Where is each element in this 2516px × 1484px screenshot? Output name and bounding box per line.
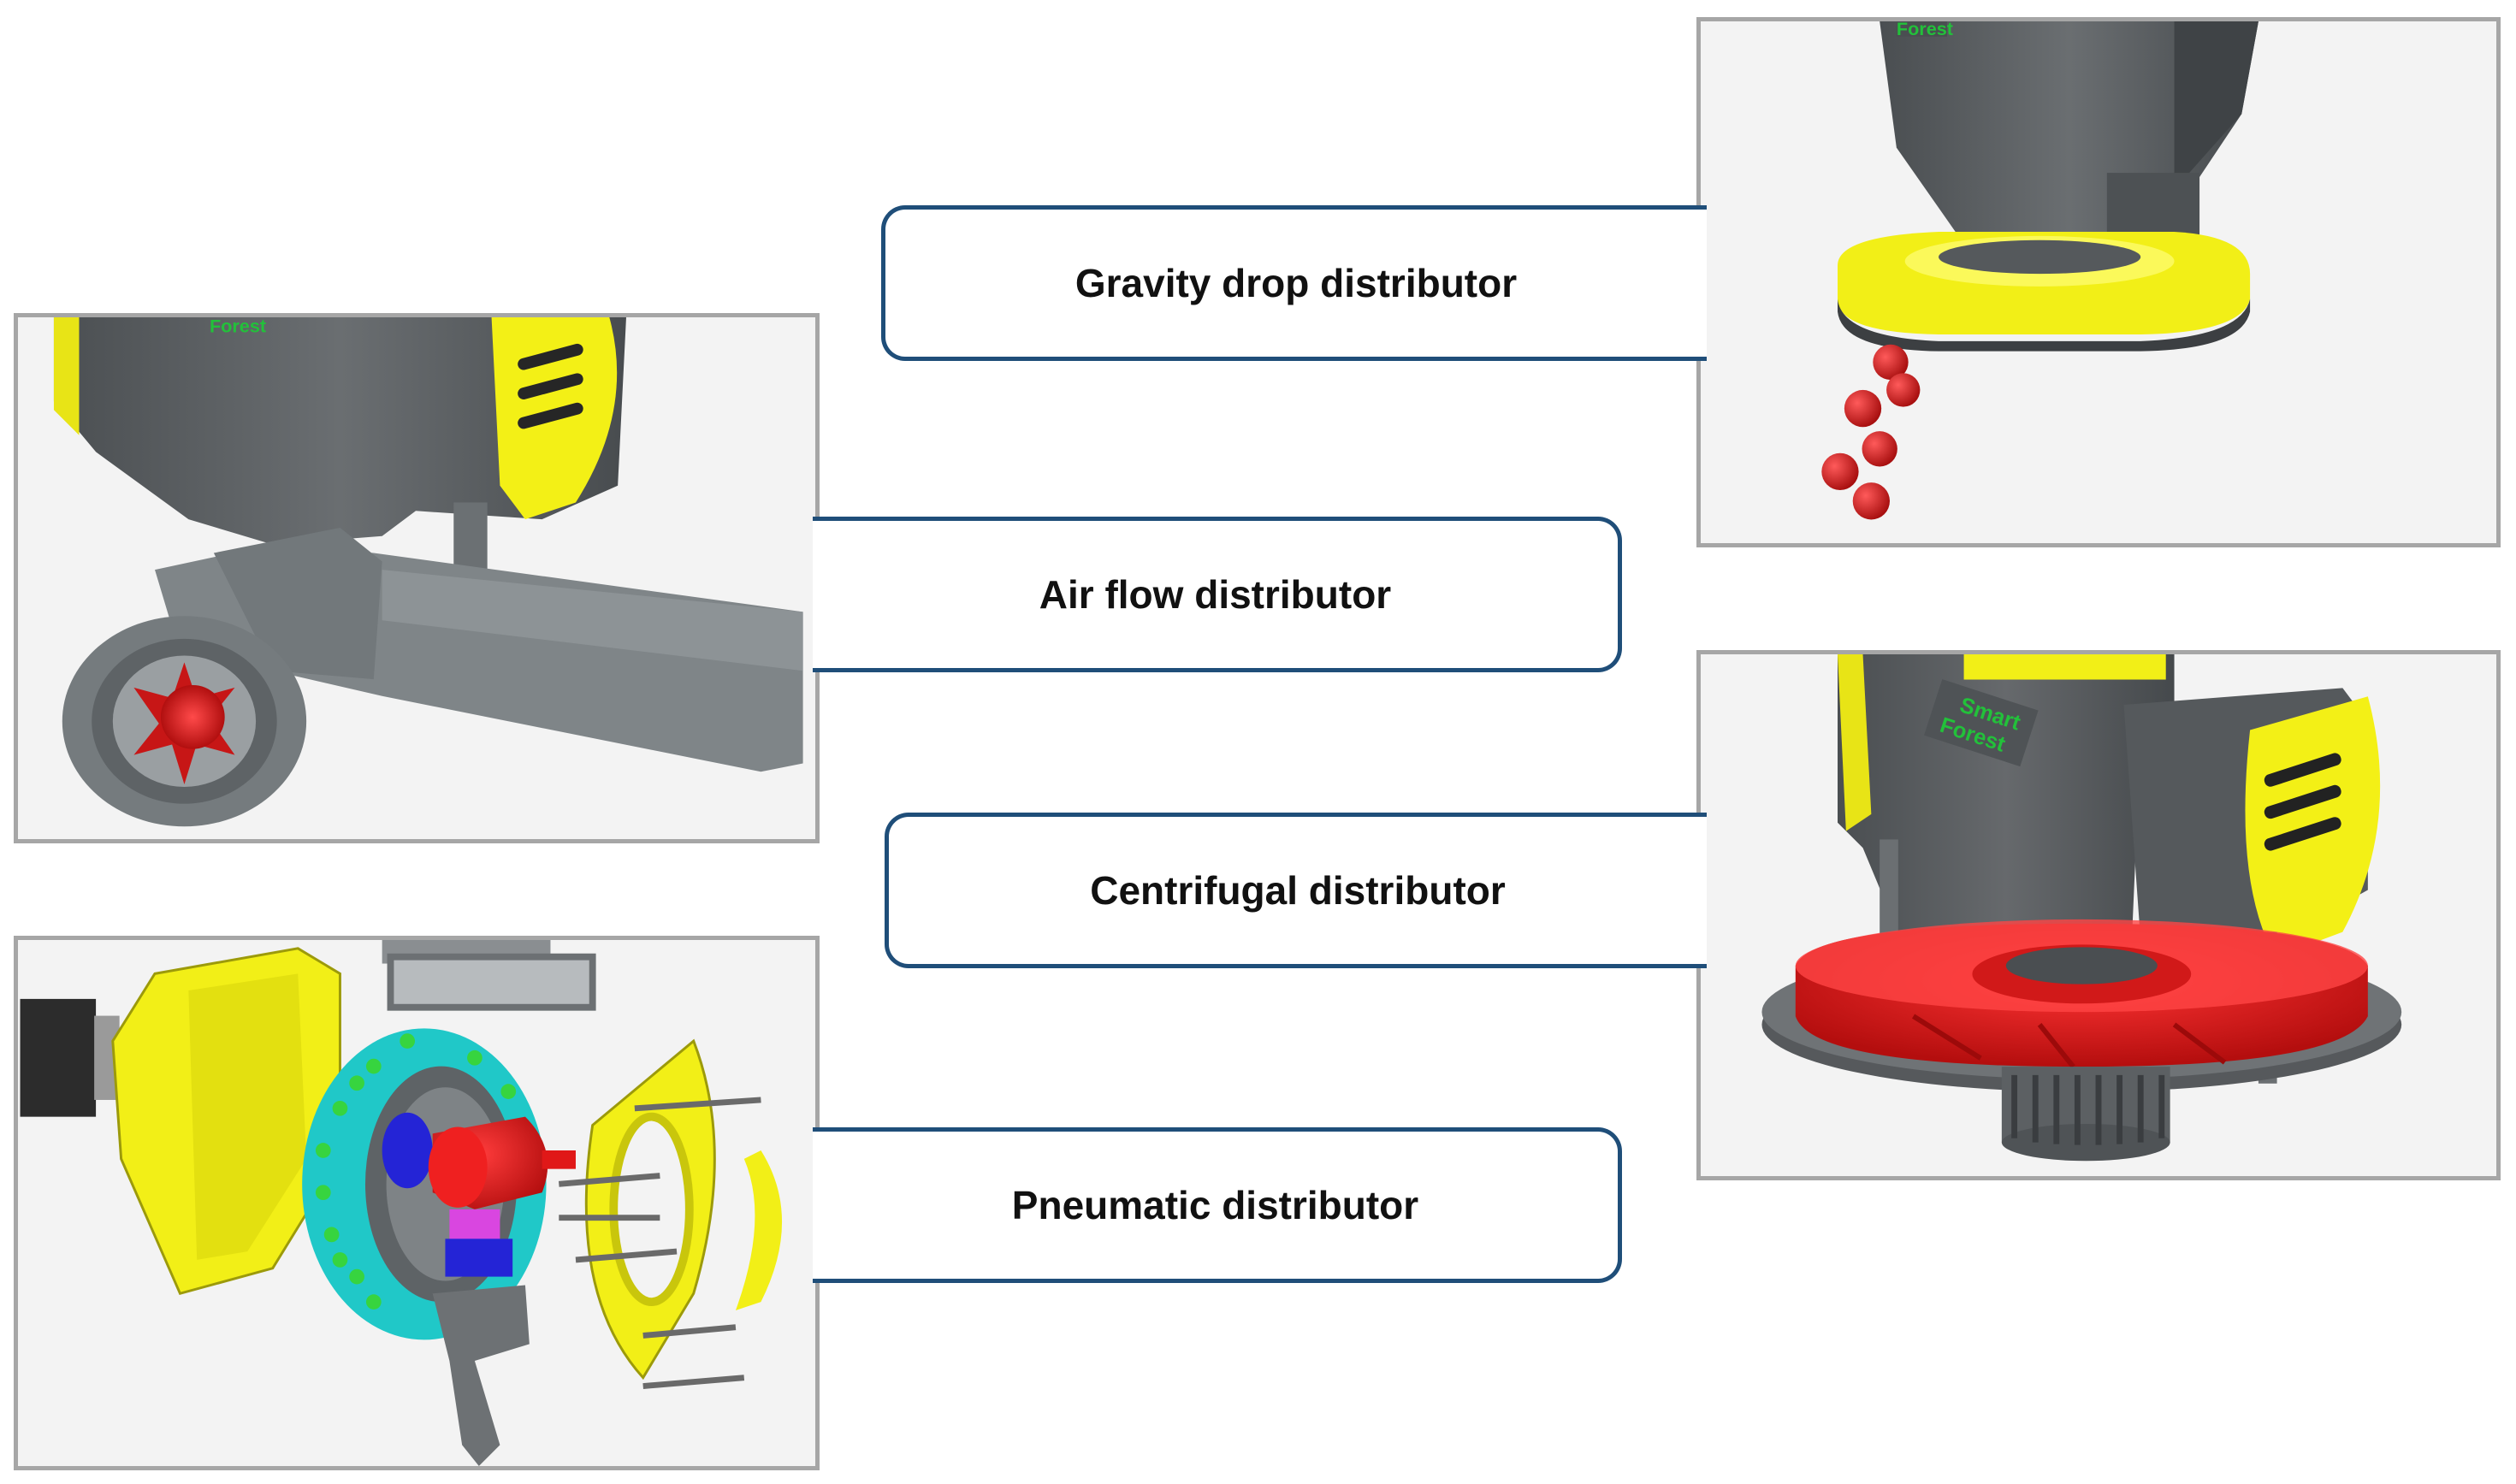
centrifugal-text: Centrifugal distributor <box>1090 868 1506 913</box>
centrifugal-panel: Smart Forest <box>1696 650 2501 1180</box>
air-flow-panel: Forest <box>14 313 820 843</box>
centrifugal-render: Smart Forest <box>1761 654 2402 1162</box>
pneumatic-render <box>20 940 783 1466</box>
svg-text:Forest: Forest <box>210 317 266 337</box>
gravity-drop-text: Gravity drop distributor <box>1074 261 1518 305</box>
centrifugal-label: Centrifugal distributor <box>885 813 1707 968</box>
svg-text:Forest: Forest <box>1897 21 1953 39</box>
air-flow-label: Air flow distributor <box>813 517 1622 672</box>
gravity-drop-panel: Forest <box>1696 17 2501 547</box>
air-flow-text: Air flow distributor <box>1039 572 1392 617</box>
pneumatic-text: Pneumatic distributor <box>1011 1183 1419 1227</box>
gravity-drop-render: Forest <box>1821 21 2258 520</box>
pneumatic-label: Pneumatic distributor <box>813 1127 1622 1283</box>
gravity-drop-label: Gravity drop distributor <box>881 205 1707 361</box>
pneumatic-panel <box>14 936 820 1470</box>
air-flow-render: Forest <box>53 317 803 827</box>
